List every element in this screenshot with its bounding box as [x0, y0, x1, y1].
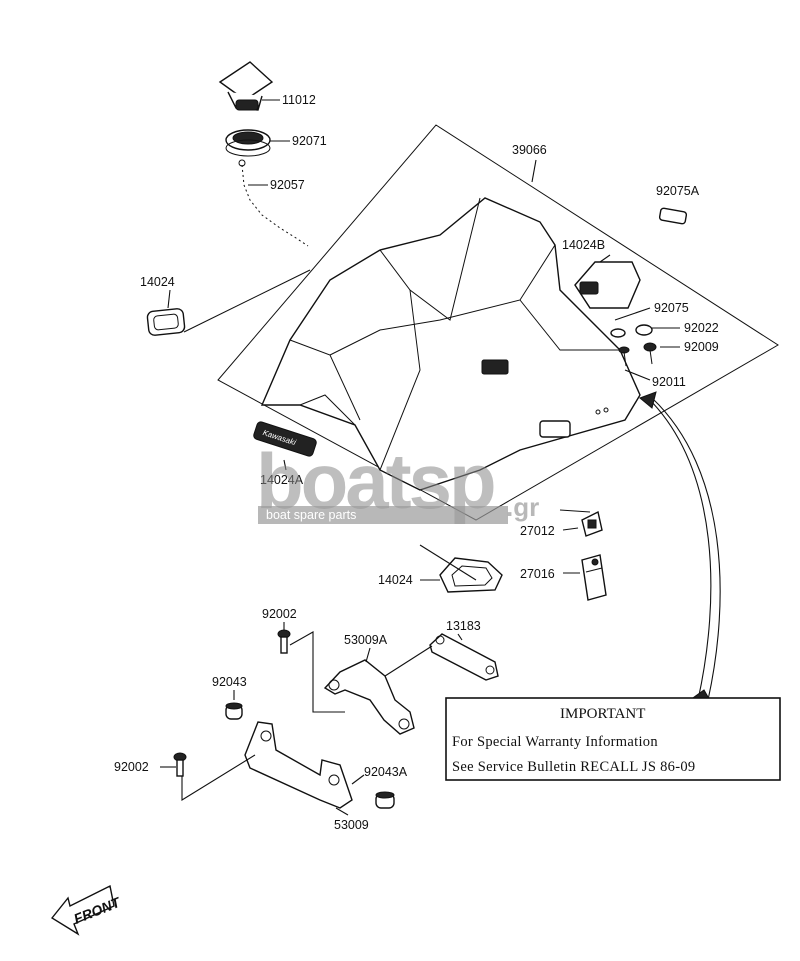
- watermark-tag-bar: [258, 506, 508, 524]
- bolt-upper-part: [277, 629, 291, 654]
- label-92002-top: 92002: [262, 607, 297, 621]
- spacer-lower-part: [375, 791, 395, 809]
- pad-part: [658, 207, 688, 225]
- bracket-lower-part: [244, 721, 353, 809]
- grommet-left-part: [146, 308, 186, 336]
- washer-part-a: [610, 328, 626, 338]
- label-14024-left: 14024: [140, 275, 175, 289]
- label-92075a: 92075A: [656, 184, 700, 198]
- latch-part: [581, 554, 607, 601]
- grommet-bottom-part: [439, 557, 503, 593]
- label-13183: 13183: [446, 619, 481, 633]
- seal-ring-part: [225, 129, 271, 157]
- notice-box: [445, 697, 781, 781]
- label-39066: 39066: [512, 143, 547, 157]
- duct-part: [574, 261, 641, 309]
- watermark-domain: .gr: [506, 492, 539, 522]
- watermark: boatsp .gr boat spare parts: [256, 437, 539, 525]
- latch-catch-part: [581, 510, 603, 537]
- label-27016: 27016: [520, 567, 555, 581]
- label-14024a: 14024A: [260, 473, 304, 487]
- bolt-lower-part: [173, 752, 187, 777]
- hood-cover-part: [260, 197, 641, 491]
- label-92022: 92022: [684, 321, 719, 335]
- label-27012: 27012: [520, 524, 555, 538]
- tether-chain-part: [238, 159, 309, 247]
- fuel-cap-part: [218, 61, 274, 111]
- label-92043: 92043: [212, 675, 247, 689]
- notice-line-2: See Service Bulletin RECALL JS 86-09: [452, 759, 695, 775]
- brand-plate-part: Kawasaki: [253, 421, 317, 457]
- screw-part-a: [618, 346, 630, 367]
- label-11012: 11012: [282, 93, 316, 107]
- watermark-tagline: boat spare parts: [266, 508, 356, 522]
- label-92043a: 92043A: [364, 765, 408, 779]
- label-53009a: 53009A: [344, 633, 388, 647]
- label-92057: 92057: [270, 178, 305, 192]
- notice-title: IMPORTANT: [560, 706, 645, 722]
- bracket-upper-part: [323, 659, 415, 735]
- washer-part-b: [635, 324, 653, 336]
- label-92011: 92011: [652, 375, 686, 389]
- label-53009: 53009: [334, 818, 369, 832]
- screw-part-b: [643, 342, 657, 365]
- plate-part: [429, 633, 499, 681]
- label-14024b: 14024B: [562, 238, 605, 252]
- label-14024-bottom: 14024: [378, 573, 413, 587]
- important-notice: IMPORTANT For Special Warranty Informati…: [445, 697, 781, 781]
- leader-lines: [160, 99, 721, 816]
- label-92009: 92009: [684, 340, 719, 354]
- label-92075: 92075: [654, 301, 689, 315]
- spacer-upper-part: [225, 702, 243, 720]
- label-92071: 92071: [292, 134, 327, 148]
- front-direction-marker: FRONT: [50, 884, 123, 936]
- label-92002-left: 92002: [114, 760, 149, 774]
- notice-line-1: For Special Warranty Information: [452, 734, 658, 750]
